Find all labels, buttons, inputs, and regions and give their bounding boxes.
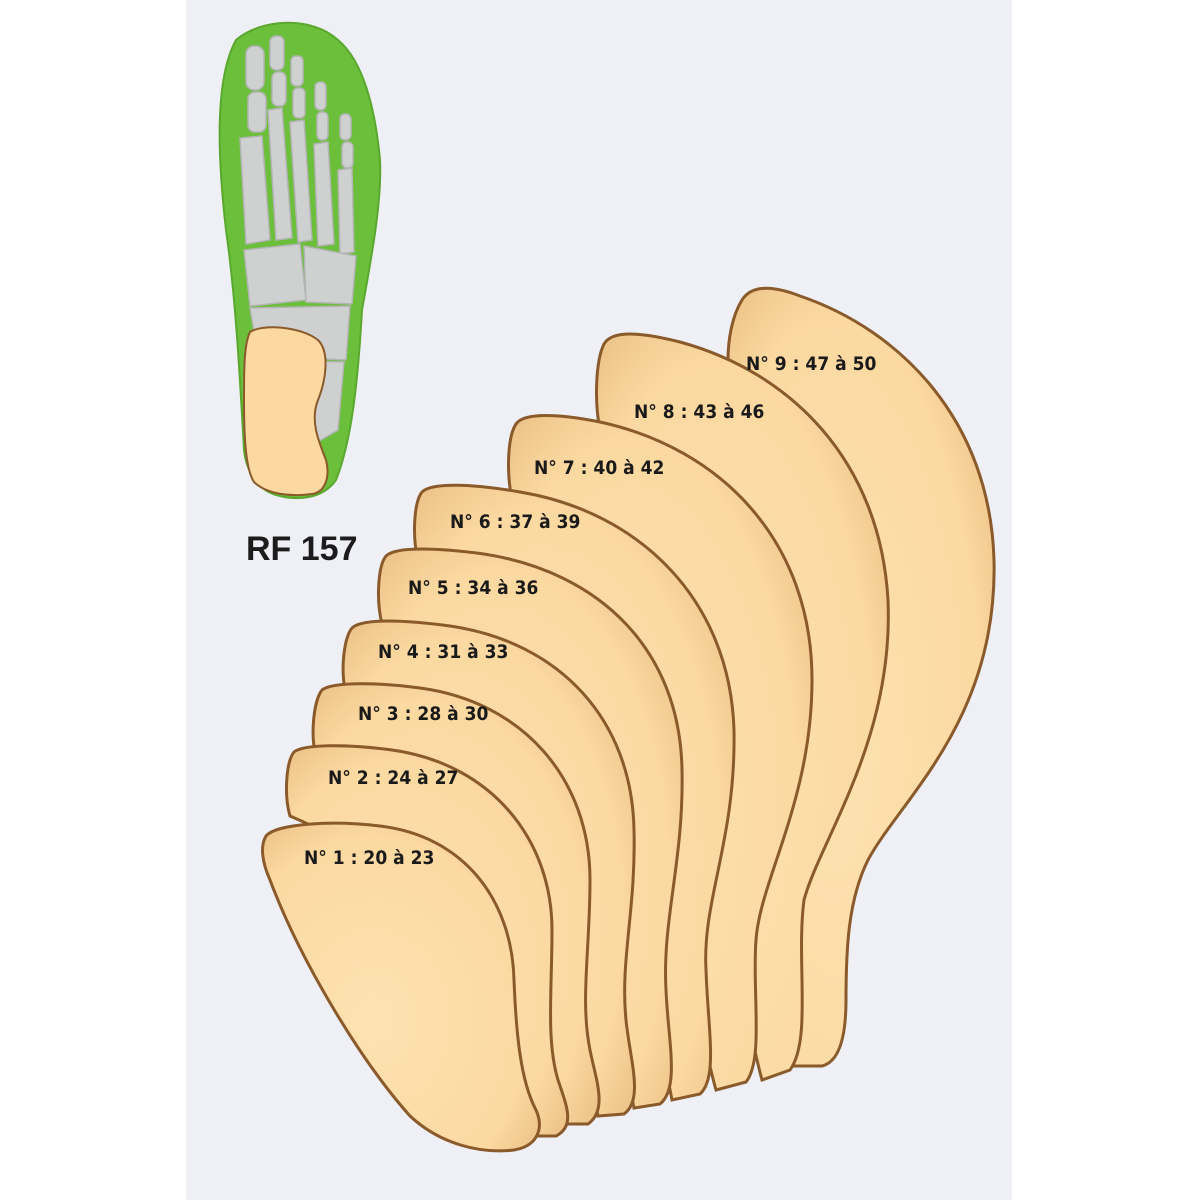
size-label-3: N° 3 : 28 à 30 <box>358 703 489 725</box>
size-label-5: N° 5 : 34 à 36 <box>408 577 538 599</box>
foot-diagram <box>218 21 382 500</box>
size-label-6: N° 6 : 37 à 39 <box>450 511 580 533</box>
size-label-1: N° 1 : 20 à 23 <box>304 847 434 869</box>
size-label-9: N° 9 : 47 à 50 <box>746 353 877 375</box>
size-label-8: N° 8 : 43 à 46 <box>634 401 764 423</box>
size-label-7: N° 7 : 40 à 42 <box>534 457 664 479</box>
heel-pad-highlight <box>242 326 329 497</box>
size-label-4: N° 4 : 31 à 33 <box>378 641 508 663</box>
size-label-2: N° 2 : 24 à 27 <box>328 767 458 789</box>
heel-pad-size-1 <box>261 821 541 1153</box>
product-reference: RF 157 <box>246 530 358 568</box>
heel-pads-fan: N° 9 : 47 à 50 N° 8 : 43 à 46 N° 7 : 40 … <box>261 286 996 1153</box>
